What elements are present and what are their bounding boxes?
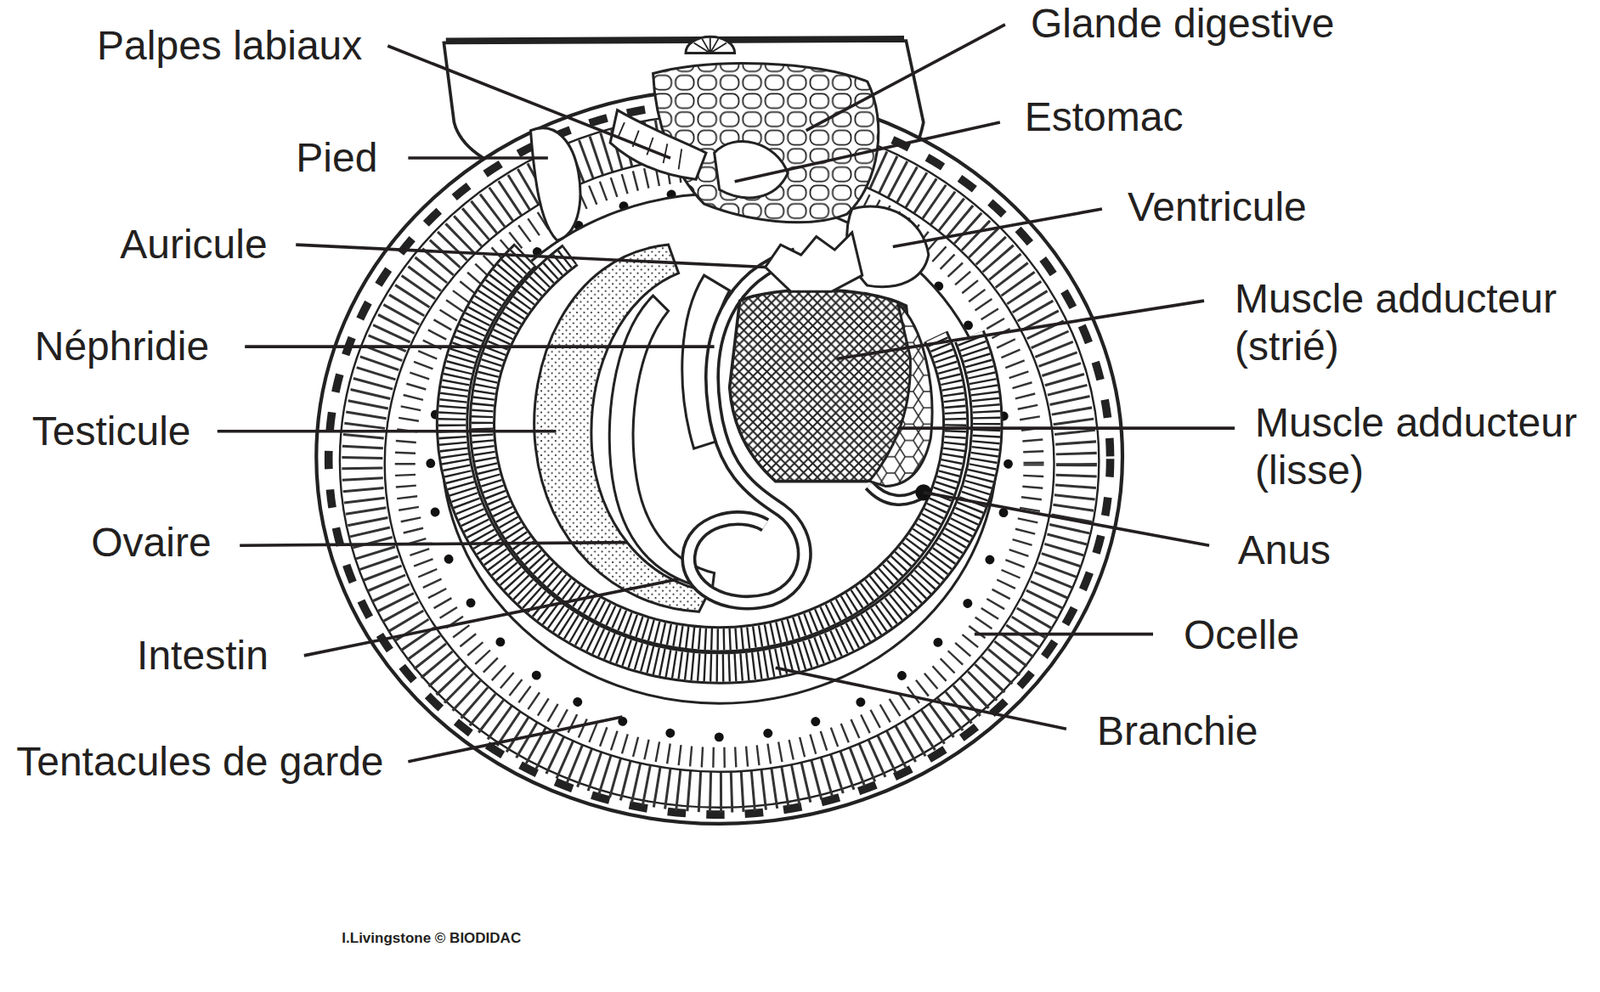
- gill-outer: [452, 254, 987, 668]
- part-label: Branchie: [1096, 707, 1258, 756]
- part-label: Estomac: [1024, 93, 1184, 142]
- leader-line: [244, 344, 714, 349]
- part-label: Anus: [1238, 526, 1331, 575]
- mantle-edge: [384, 156, 1055, 773]
- leader-line: [407, 156, 549, 160]
- part-label: Néphridie: [34, 322, 210, 371]
- leader-line: [239, 542, 628, 547]
- guard-tentacles: [405, 169, 1035, 758]
- foot: [530, 128, 580, 242]
- leader-line: [387, 45, 671, 159]
- credit-watermark: I.Livingstone © BIODIDAC: [341, 930, 521, 948]
- leader-line: [923, 492, 1210, 546]
- leader-line: [898, 426, 1235, 430]
- leader-line: [806, 24, 1006, 131]
- part-label: Testicule: [32, 407, 192, 456]
- part-label: Ocelle: [1183, 611, 1300, 660]
- shell-inner-rim: [339, 113, 1099, 808]
- ligament-rays: [694, 36, 727, 53]
- leader-line: [295, 244, 765, 267]
- leader-line: [217, 429, 557, 434]
- gill-outer-lamellae: [452, 254, 987, 668]
- leader-line: [836, 300, 1205, 359]
- part-label: Tentacules de garde: [16, 738, 384, 786]
- leader-line: [407, 717, 622, 763]
- ligament: [685, 36, 735, 53]
- palp-folds: [618, 122, 682, 170]
- part-label: Muscle adducteur (strié): [1234, 275, 1575, 371]
- auricle: [765, 232, 863, 293]
- labial-palps: [610, 110, 707, 181]
- hinge-line: [446, 39, 905, 41]
- leader-lines: [217, 24, 1235, 763]
- ocelli: [430, 190, 1009, 737]
- part-label: Ovaire: [90, 519, 211, 567]
- part-label: Ventricule: [1127, 183, 1307, 232]
- inner-mantle: [441, 193, 997, 704]
- gill-outer-fill: [452, 254, 987, 668]
- leader-line: [304, 579, 679, 656]
- part-label: Glande digestive: [1030, 0, 1335, 48]
- part-label: Muscle adducteur (lisse): [1255, 399, 1595, 495]
- smooth-adductor: [869, 304, 933, 487]
- part-label: Palpes labiaux: [96, 22, 362, 70]
- leader-line: [974, 633, 1154, 637]
- leader-line: [734, 122, 1001, 182]
- leader-line: [775, 667, 1067, 730]
- stomach: [714, 141, 788, 198]
- part-label: Pied: [295, 134, 378, 182]
- part-label: Intestin: [136, 632, 269, 680]
- leader-line: [893, 209, 1103, 247]
- striated-adductor: [729, 289, 915, 481]
- part-label: Auricule: [119, 220, 267, 269]
